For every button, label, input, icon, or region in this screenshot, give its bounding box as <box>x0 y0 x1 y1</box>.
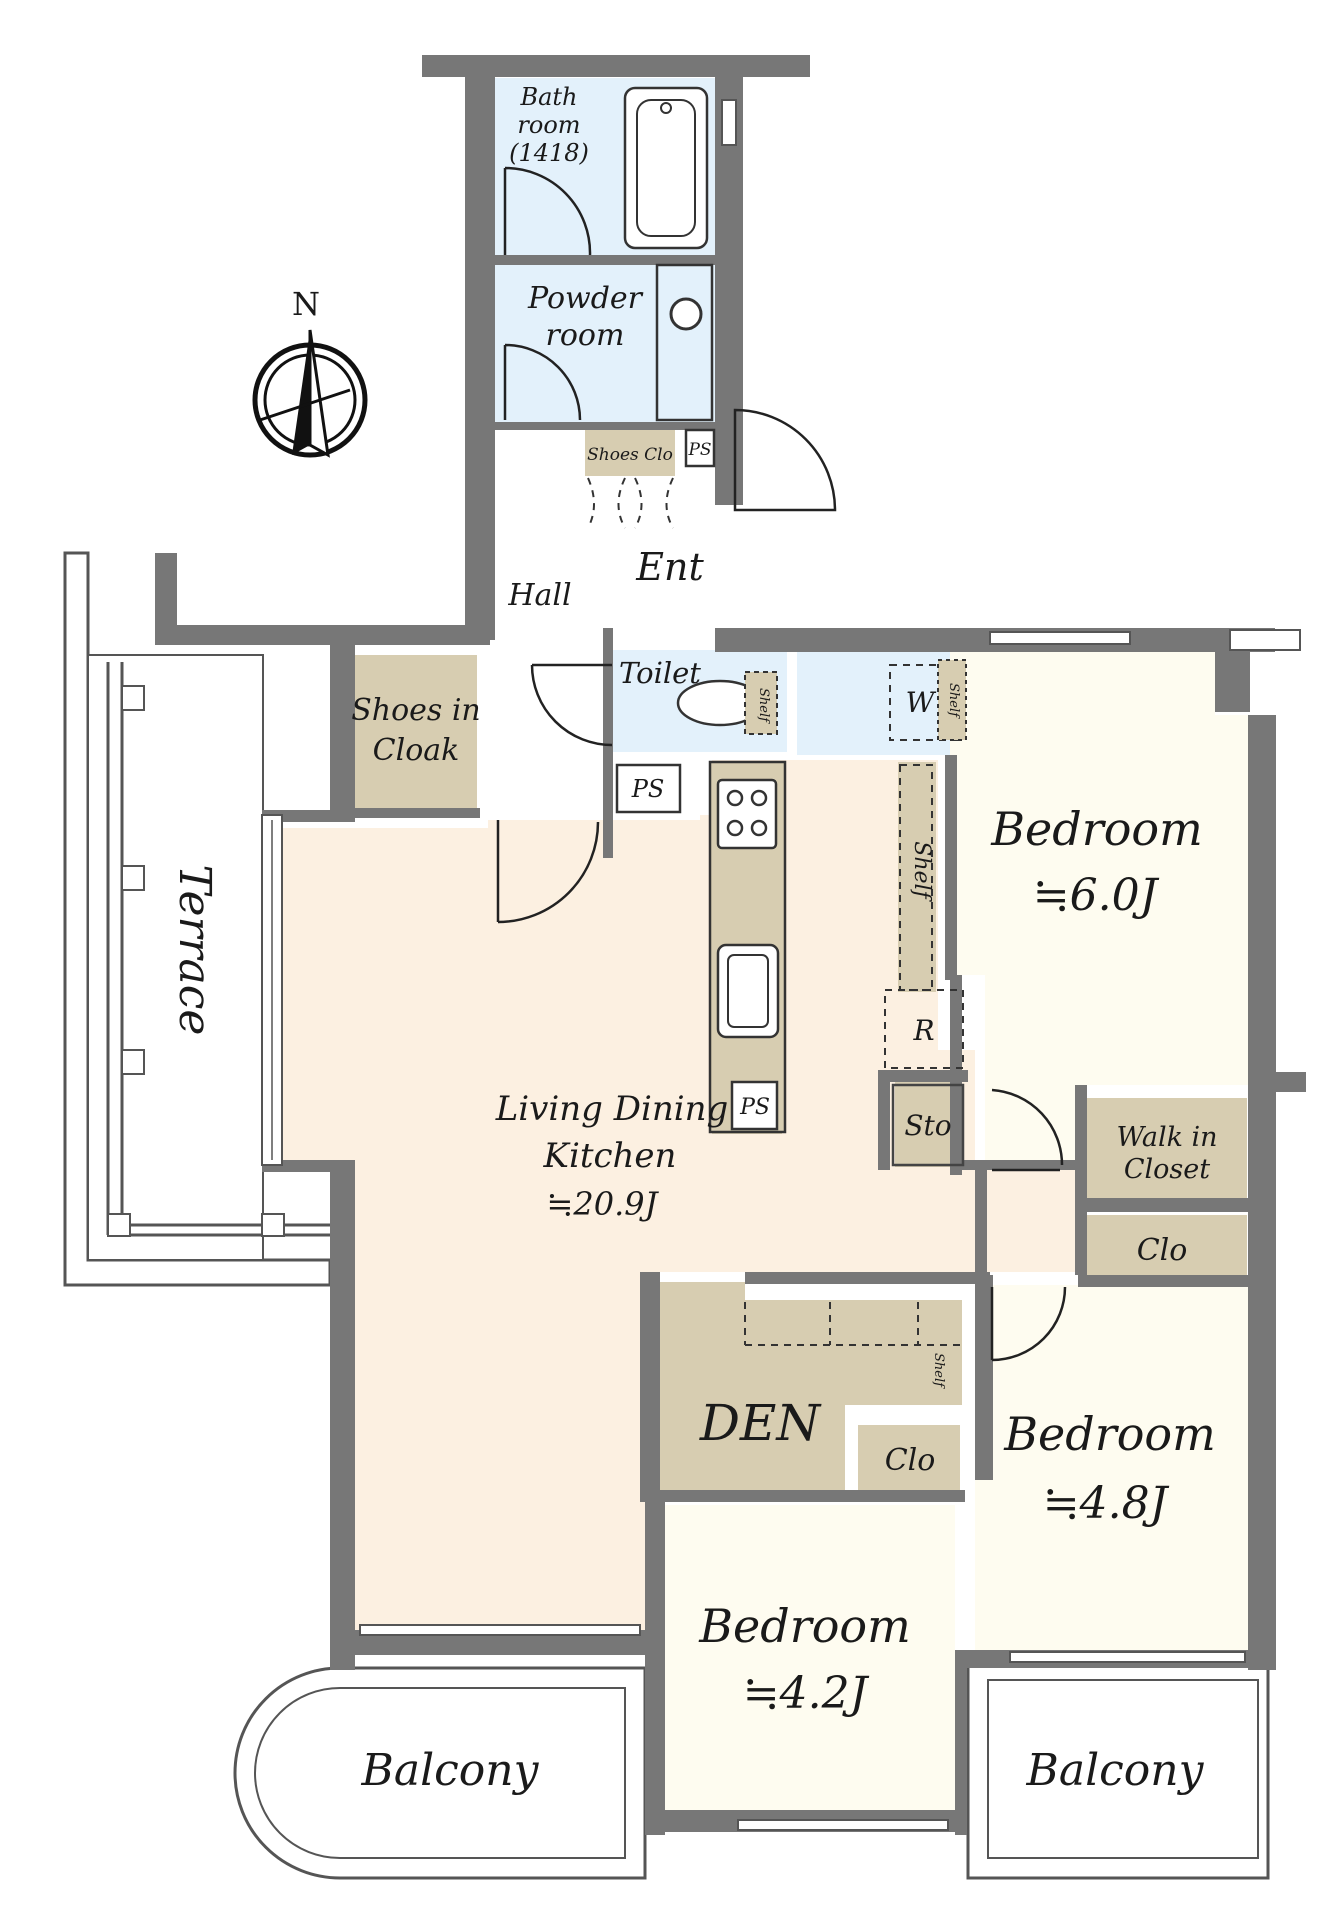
washer-space <box>889 664 966 741</box>
powder-label-line2: room <box>546 318 625 353</box>
balcony-left-label: Balcony <box>361 1745 540 1796</box>
ps-kitchen-box <box>730 1080 779 1131</box>
terrace-label: Terrace <box>169 865 220 1036</box>
walk-in-closet-label-line2: Closet <box>1124 1154 1210 1185</box>
kitchen-sink-icon <box>716 943 780 1039</box>
balcony-right-label: Balcony <box>1026 1745 1205 1796</box>
fridge-label: R <box>912 1014 934 1047</box>
entrance-door <box>733 408 837 512</box>
stove-icon <box>716 778 778 850</box>
fixtures <box>261 86 1301 1831</box>
washer-label: W <box>906 686 937 719</box>
bedroom1-label: Bedroom <box>990 802 1202 856</box>
bedroom1-area: ≒6.0J <box>1033 870 1160 921</box>
den-shelf-label: Shelf <box>931 1353 946 1389</box>
ldk-area: ≒20.9J <box>547 1185 660 1223</box>
balcony-left-area <box>233 1666 647 1880</box>
ldk-label-line2: Kitchen <box>543 1136 677 1176</box>
toilet-shelf-label: Shelf <box>756 688 771 724</box>
shoes-clo-label: Shoes Clo <box>587 445 673 465</box>
bath-label-line1: Bath <box>519 83 577 111</box>
labels: Bath room (1418) Powder room Shoes Clo P… <box>169 83 1218 1796</box>
den-label: DEN <box>699 1394 823 1452</box>
den-closet-label: Clo <box>885 1443 936 1478</box>
ldk-label-line1: Living Dining <box>495 1089 729 1129</box>
bedroom3-area: ≒4.2J <box>743 1668 870 1719</box>
storage-label: Sto <box>904 1109 951 1142</box>
kitchen-shelf-label: Shelf <box>909 841 934 902</box>
bedroom2-area: ≒4.8J <box>1043 1478 1170 1529</box>
ps-kitchen-label: PS <box>739 1095 770 1120</box>
ps-mid-box <box>615 763 682 814</box>
entrance-label: Ent <box>635 545 704 589</box>
ps-mid-label: PS <box>631 775 665 803</box>
powder-label-line1: Powder <box>527 281 644 316</box>
bedroom3-label: Bedroom <box>698 1599 910 1653</box>
fridge-space <box>884 989 964 1069</box>
toilet-label: Toilet <box>619 656 701 690</box>
sink-icon <box>669 297 703 331</box>
ps-top-label: PS <box>687 440 711 460</box>
ps-top-box <box>684 428 716 468</box>
bedroom2-label: Bedroom <box>1003 1407 1215 1461</box>
closet1-label: Clo <box>1137 1233 1188 1268</box>
bath-label-line2: room <box>517 111 580 139</box>
hall-label: Hall <box>507 578 571 613</box>
compass-north-label: N <box>292 285 320 323</box>
bath-label-line3: (1418) <box>509 139 589 167</box>
terrace-area <box>63 551 332 1287</box>
sink-counter <box>655 263 714 422</box>
bathtub-icon <box>623 86 709 250</box>
shoes-cloak-label-line1: Shoes in <box>351 693 481 728</box>
balcony-right-area <box>966 1658 1270 1880</box>
washer-shelf-label: Shelf <box>946 683 961 719</box>
walk-in-closet-label-line1: Walk in <box>1116 1122 1217 1153</box>
compass-north-arrow-icon: N <box>252 285 368 458</box>
shoes-cloak-label-line2: Cloak <box>373 733 460 768</box>
